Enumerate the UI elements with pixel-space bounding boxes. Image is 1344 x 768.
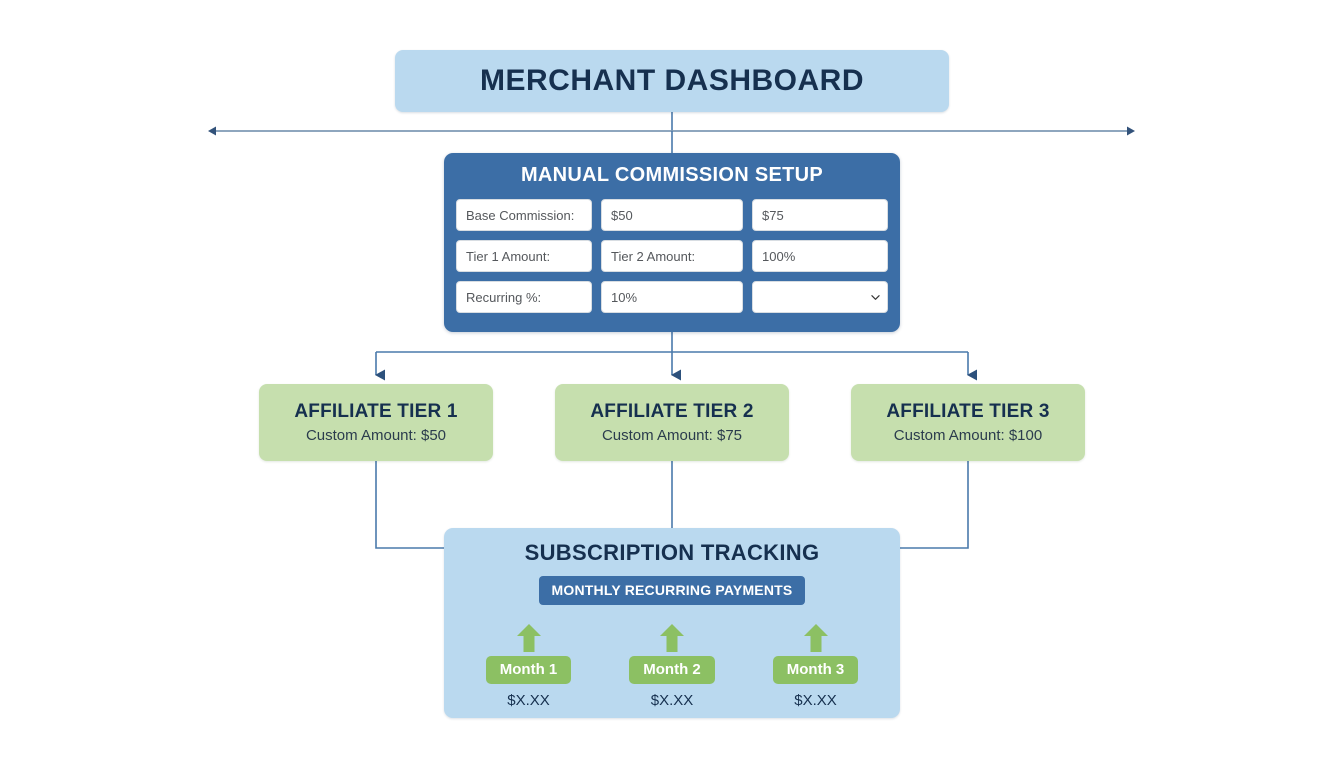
page-title: MERCHANT DASHBOARD — [480, 64, 864, 97]
manual-commission-setup-panel: MANUAL COMMISSION SETUP Base Commission:… — [444, 153, 900, 332]
months-row: Month 1 $X.XX Month 2 $X.XX Month 3 $X.X… — [485, 624, 859, 710]
field-text: $75 — [762, 207, 784, 223]
field-text: 100% — [762, 248, 796, 264]
up-arrow-icon — [516, 624, 541, 652]
affiliate-tier-3-node[interactable]: AFFILIATE TIER 3 Custom Amount: $100 — [851, 384, 1085, 461]
field-text: Tier 2 Amount: — [611, 248, 696, 264]
field-text: 10% — [611, 289, 638, 305]
tier-title: AFFILIATE TIER 3 — [886, 401, 1050, 422]
month-column: Month 1 $X.XX — [485, 624, 572, 710]
base-commission-label-field[interactable]: Base Commission: — [456, 199, 592, 231]
tier-title: AFFILIATE TIER 2 — [590, 401, 754, 422]
month-amount: $X.XX — [507, 692, 550, 710]
tier-amount: Custom Amount: $75 — [601, 427, 743, 444]
month-column: Month 2 $X.XX — [629, 624, 715, 709]
subscription-title: SUBSCRIPTION TRACKING — [524, 540, 820, 565]
field-text: Recurring %: — [466, 289, 542, 305]
subscription-tracking-panel: SUBSCRIPTION TRACKING MONTHLY RECURRING … — [444, 528, 900, 718]
recurring-percent-value-field[interactable]: 10% — [601, 281, 743, 313]
field-text: Base Commission: — [466, 207, 575, 223]
monthly-recurring-payments-badge[interactable]: MONTHLY RECURRING PAYMENTS — [538, 576, 806, 605]
up-arrow-icon — [803, 624, 828, 652]
chevron-down-icon — [871, 294, 880, 300]
merchant-dashboard-node[interactable]: MERCHANT DASHBOARD — [395, 50, 949, 112]
month-pill[interactable]: Month 2 — [629, 656, 715, 685]
tier-amount: Custom Amount: $100 — [893, 427, 1043, 444]
setup-panel-title: MANUAL COMMISSION SETUP — [520, 164, 824, 186]
field-text: $50 — [611, 207, 633, 223]
month-pill[interactable]: Month 3 — [772, 656, 859, 685]
month-column: Month 3 $X.XX — [772, 624, 859, 710]
month-amount: $X.XX — [650, 692, 694, 710]
tier-2-amount-field[interactable]: Tier 2 Amount: — [601, 240, 743, 272]
recurring-percent-label-field[interactable]: Recurring %: — [456, 281, 592, 313]
month-pill[interactable]: Month 1 — [485, 656, 572, 685]
tier-amount: Custom Amount: $50 — [305, 427, 447, 444]
base-commission-secondary-field[interactable]: $75 — [752, 199, 888, 231]
up-arrow-icon — [660, 624, 684, 652]
commission-type-select[interactable] — [752, 281, 888, 313]
affiliate-tier-2-node[interactable]: AFFILIATE TIER 2 Custom Amount: $75 — [555, 384, 789, 461]
commission-form-grid: Base Commission: $50 $75 Tier 1 Amount: … — [444, 199, 900, 313]
base-commission-value-field[interactable]: $50 — [601, 199, 743, 231]
month-amount: $X.XX — [794, 692, 837, 710]
tier-percent-field[interactable]: 100% — [752, 240, 888, 272]
tier-title: AFFILIATE TIER 1 — [294, 401, 458, 422]
tier-1-amount-field[interactable]: Tier 1 Amount: — [456, 240, 592, 272]
affiliate-tier-1-node[interactable]: AFFILIATE TIER 1 Custom Amount: $50 — [259, 384, 493, 461]
field-text: Tier 1 Amount: — [466, 248, 551, 264]
